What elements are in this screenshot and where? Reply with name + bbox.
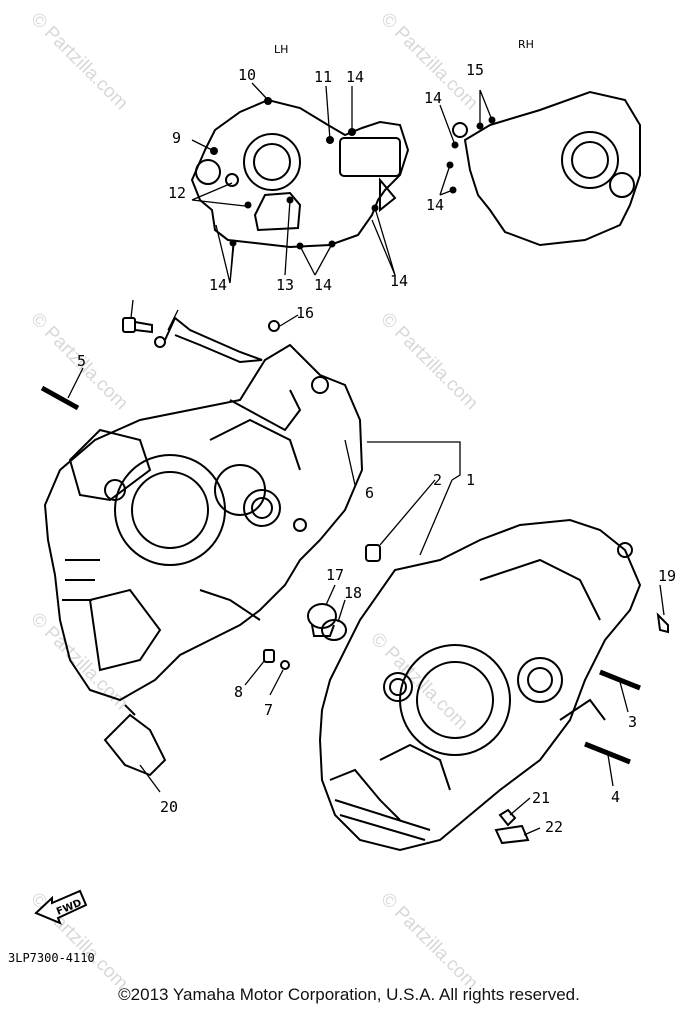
callout-4: 4 [611, 788, 620, 806]
lh-gasket-outline [190, 98, 410, 249]
callout-14: 14 [426, 196, 444, 214]
watermark: © Partzilla.com [376, 309, 481, 414]
lh-gasket-bolt-holes [210, 97, 379, 250]
callout-19: 19 [658, 567, 676, 585]
callout-1: 1 [466, 471, 475, 489]
left-crankcase-half [43, 343, 364, 702]
rh-label: RH [518, 38, 534, 51]
diagram-code: 3LP7300-4110 [8, 951, 95, 965]
callout-21: 21 [532, 789, 550, 807]
watermark: © Partzilla.com [26, 9, 131, 114]
callout-20: 20 [160, 798, 178, 816]
right-crankcase-half [318, 518, 642, 852]
callout-15: 15 [466, 61, 484, 79]
callout-14: 14 [390, 272, 408, 290]
callout-13: 13 [276, 276, 294, 294]
callout-labels: 10 11 14 15 9 14 12 14 14 13 14 14 16 5 … [77, 61, 676, 836]
callout-17: 17 [326, 566, 344, 584]
lh-label: LH [274, 43, 288, 56]
callout-18: 18 [344, 584, 362, 602]
callout-14: 14 [346, 68, 364, 86]
callout-5: 5 [77, 352, 86, 370]
callout-6: 6 [365, 484, 374, 502]
callout-14: 14 [314, 276, 332, 294]
leader-lines [67, 82, 665, 836]
watermark: © Partzilla.com [376, 889, 481, 994]
callout-12: 12 [168, 184, 186, 202]
callout-8: 8 [234, 683, 243, 701]
copyright-notice: ©2013 Yamaha Motor Corporation, U.S.A. A… [118, 985, 580, 1004]
callout-3: 3 [628, 713, 637, 731]
small-parts [40, 316, 669, 845]
callout-11: 11 [314, 68, 332, 86]
callout-14: 14 [424, 89, 442, 107]
callout-22: 22 [545, 818, 563, 836]
callout-9: 9 [172, 129, 181, 147]
rh-gasket-outline [452, 90, 641, 247]
callout-14: 14 [209, 276, 227, 294]
callout-10: 10 [238, 66, 256, 84]
callout-7: 7 [264, 701, 273, 719]
callout-2: 2 [433, 471, 442, 489]
callout-16: 16 [296, 304, 314, 322]
